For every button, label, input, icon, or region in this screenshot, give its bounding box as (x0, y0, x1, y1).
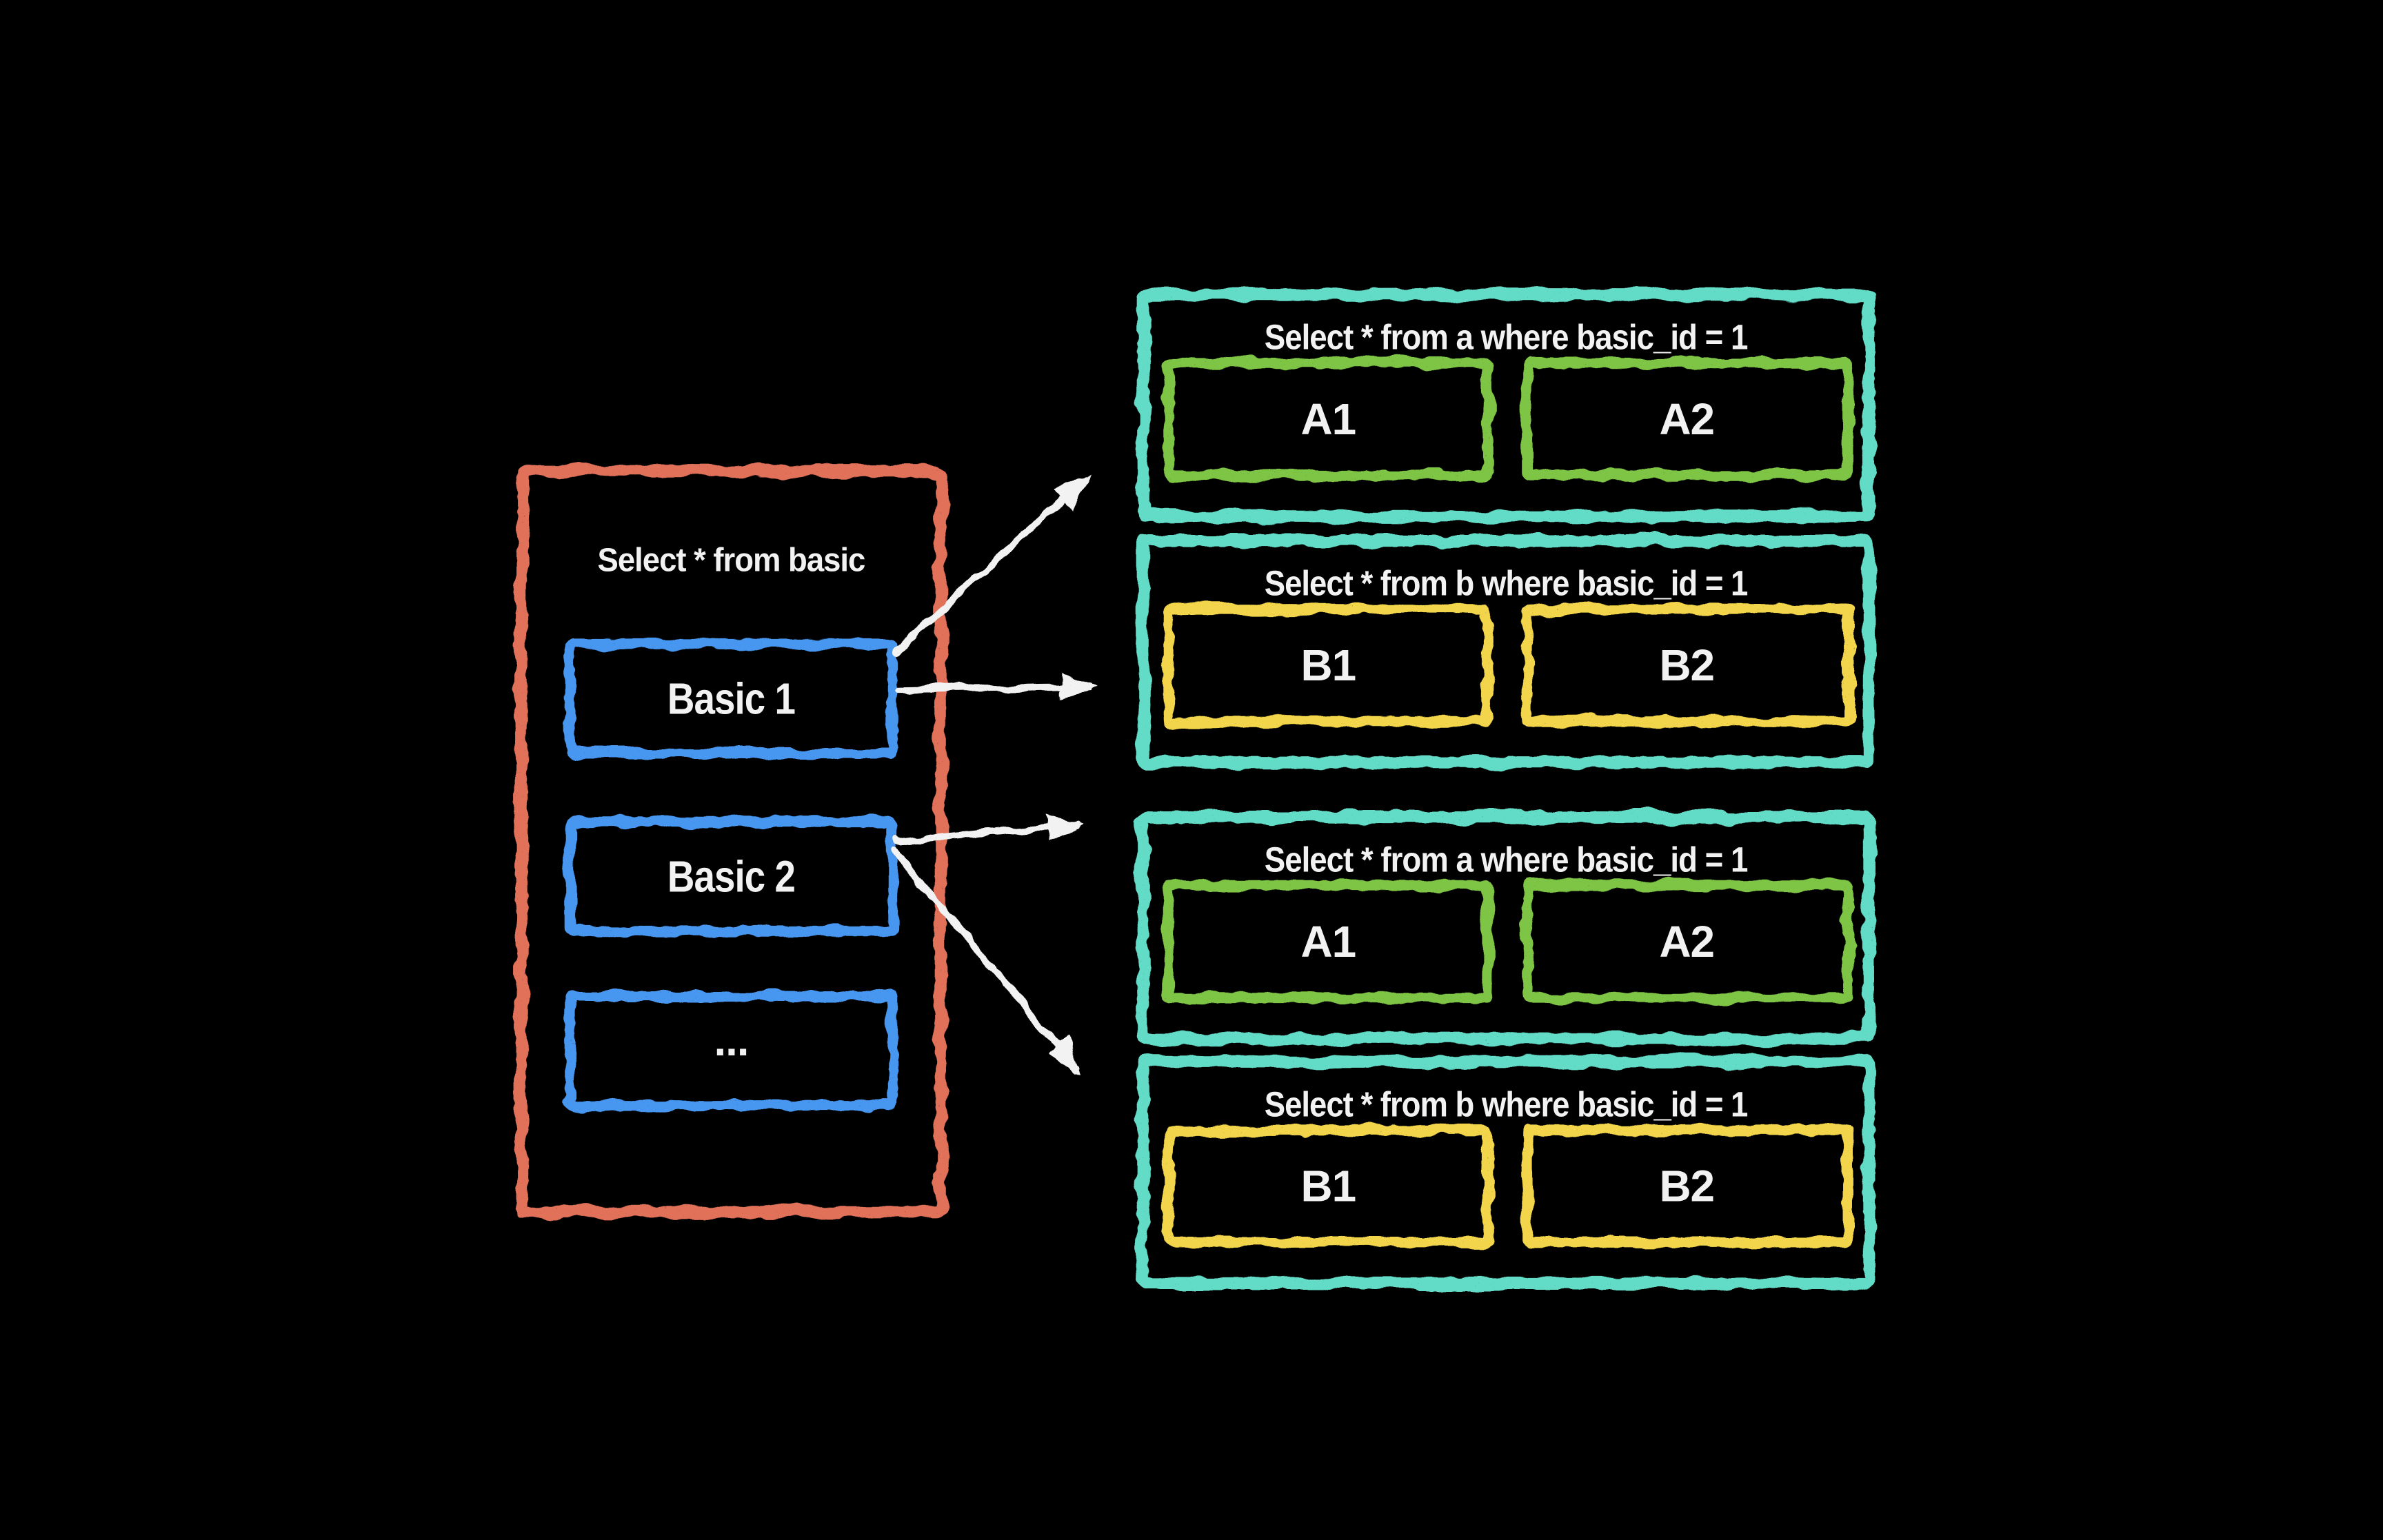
result-set-1-cell-1-label: A1 (1301, 394, 1356, 444)
result-set-4-cell-1-box (1163, 1124, 1494, 1248)
result-set-1-header: Select * from a where basic_id = 1 (1265, 318, 1748, 357)
source-table-title: Select * from basic (598, 541, 865, 578)
source-table-group: Select * from basic Basic 1 Basic 2 ... (515, 465, 947, 1218)
arrow-basic1-to-result-2 (894, 673, 1098, 701)
source-row-basic2: Basic 2 (565, 816, 898, 937)
result-set-4-cell-2-label: B2 (1660, 1162, 1714, 1211)
result-set-2-header: Select * from b where basic_id = 1 (1265, 564, 1748, 603)
source-row-basic1: Basic 1 (565, 638, 898, 759)
result-set-2-cell-1-box (1163, 603, 1494, 727)
source-row-basic2-box (565, 816, 898, 937)
source-row-ellipsis: ... (565, 991, 898, 1111)
result-set-1-box (1136, 288, 1876, 523)
result-set-1-cell-1-box (1163, 357, 1494, 481)
result-set-1: Select * from a where basic_id = 1 A1 A2 (1136, 288, 1876, 523)
result-set-3-cell-2-box (1522, 880, 1853, 1004)
result-set-4-cell-1-label: B1 (1301, 1162, 1356, 1211)
result-set-3-cell-1-box (1163, 880, 1494, 1004)
arrow-basic2-to-result-4 (892, 849, 1081, 1074)
source-row-basic1-box (565, 638, 898, 759)
source-table-box (515, 465, 947, 1218)
result-set-2-cell-2-label: B2 (1660, 640, 1714, 690)
result-set-4-box (1136, 1055, 1876, 1290)
source-row-basic1-label: Basic 1 (667, 673, 795, 723)
result-set-3: Select * from a where basic_id = 1 A1 A2 (1136, 811, 1876, 1045)
result-set-2-box (1136, 534, 1876, 769)
result-set-1-cell-2-label: A2 (1660, 394, 1714, 444)
result-set-4-cell-2-box (1522, 1124, 1853, 1248)
arrow-basic2-to-result-3 (892, 813, 1084, 845)
result-set-3-box (1136, 811, 1876, 1045)
result-set-3-cell-1-label: A1 (1301, 917, 1356, 966)
source-row-ellipsis-label: ... (714, 1015, 748, 1065)
source-row-ellipsis-box (565, 991, 898, 1111)
source-row-basic2-label: Basic 2 (667, 851, 795, 901)
result-set-2-cell-1-label: B1 (1301, 640, 1356, 690)
result-set-4-header: Select * from b where basic_id = 1 (1265, 1084, 1748, 1124)
result-set-3-cell-2-label: A2 (1660, 917, 1714, 966)
result-set-4: Select * from b where basic_id = 1 B1 B2 (1136, 1055, 1876, 1290)
result-set-3-header: Select * from a where basic_id = 1 (1265, 840, 1748, 880)
result-set-2-cell-2-box (1522, 603, 1853, 727)
arrow-basic1-to-result-1 (892, 474, 1091, 656)
result-set-2: Select * from b where basic_id = 1 B1 B2 (1136, 534, 1876, 769)
arrows-group (892, 474, 1098, 1074)
result-set-1-cell-2-box (1522, 357, 1853, 481)
